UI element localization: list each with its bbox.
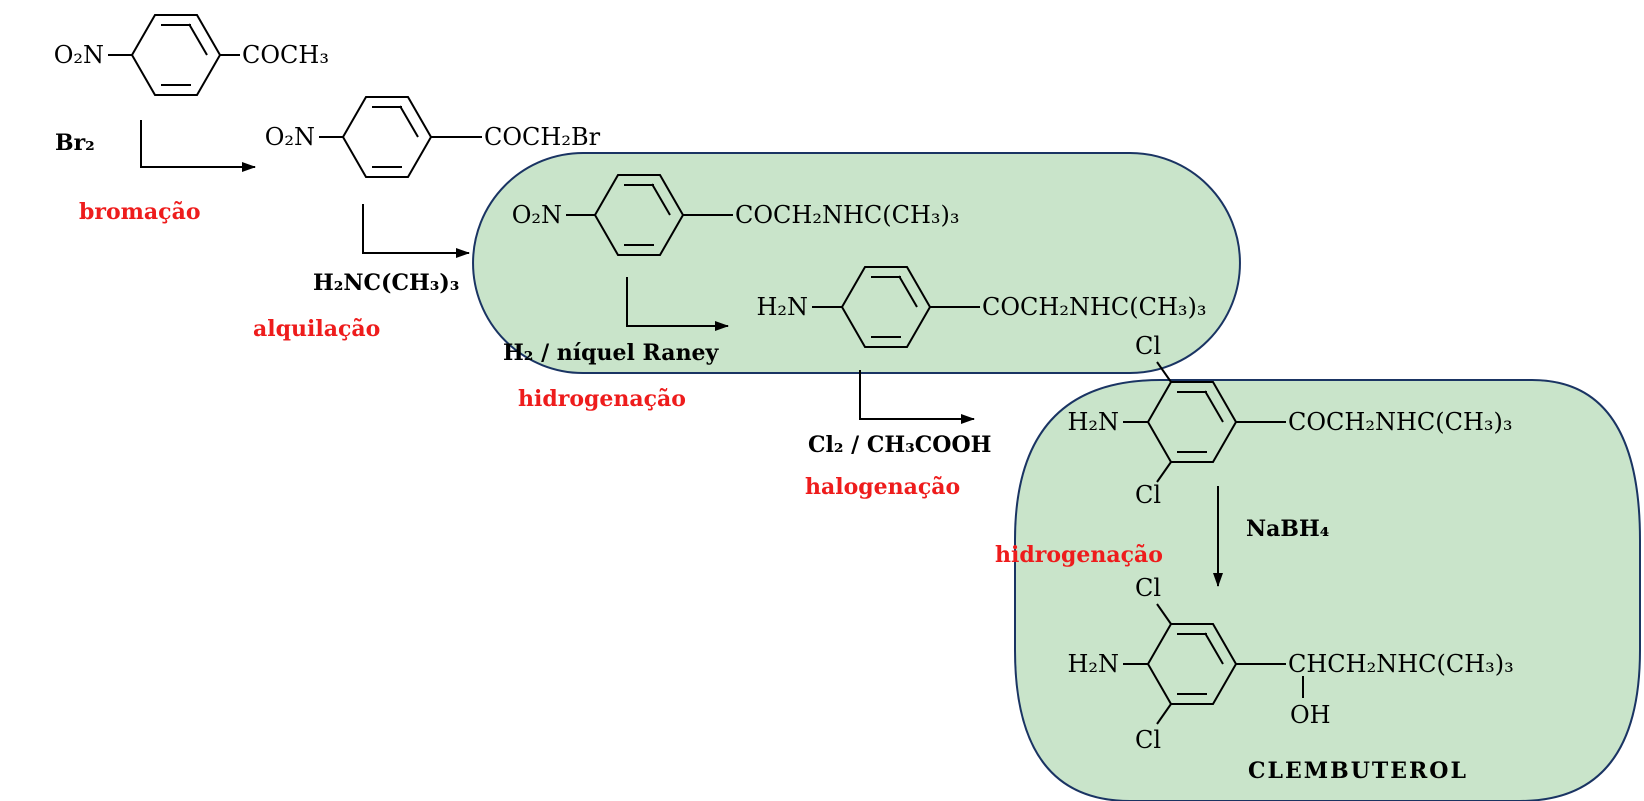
- compound-6-left-group: H₂N: [1067, 650, 1119, 678]
- step-1-reagent: Br₂: [55, 130, 95, 156]
- step-4-reagent: Cl₂ / CH₃COOH: [808, 432, 991, 458]
- compound-4: H₂N COCH₂NHC(CH₃)₃: [756, 266, 1207, 348]
- step-5-reaction: hidrogenação: [995, 542, 1163, 568]
- step-1-arrow: [140, 120, 256, 172]
- compound-5: H₂N COCH₂NHC(CH₃)₃ Cl Cl: [1067, 332, 1512, 509]
- highlight-region-1: [472, 152, 1241, 374]
- compound-1-right-group: COCH₃: [242, 41, 329, 69]
- compound-5-left-group: H₂N: [1067, 408, 1119, 436]
- compound-2-right-group: COCH₂Br: [484, 123, 601, 151]
- step-3-reaction: hidrogenação: [518, 386, 686, 412]
- compound-4-left-group: H₂N: [756, 293, 808, 321]
- compound-1: O₂N COCH₃: [54, 14, 329, 96]
- compound-3-left-group: O₂N: [512, 201, 562, 229]
- compound-6-right-group: CHCH₂NHC(CH₃)₃: [1288, 650, 1514, 678]
- compound-6-hydroxyl: OH: [1290, 701, 1331, 729]
- compound-5-chloro-bottom: Cl: [1135, 481, 1161, 509]
- step-3-reagent: H₂ / níquel Raney: [503, 340, 720, 366]
- step-5-reagent: NaBH₄: [1246, 516, 1329, 542]
- compound-5-right-group: COCH₂NHC(CH₃)₃: [1288, 408, 1513, 436]
- compound-3: O₂N COCH₂NHC(CH₃)₃: [512, 174, 960, 256]
- step-2-reaction: alquilação: [253, 316, 380, 342]
- compound-5-chloro-top: Cl: [1135, 332, 1161, 360]
- compound-6-chloro-bottom: Cl: [1135, 726, 1161, 754]
- step-3-arrow: [626, 277, 729, 331]
- compound-2-left-group: O₂N: [265, 123, 315, 151]
- step-2-arrow: [362, 204, 470, 258]
- step-1-reaction: bromação: [79, 199, 201, 225]
- step-2-reagent: H₂NC(CH₃)₃: [313, 270, 459, 296]
- compound-2: O₂N COCH₂Br: [265, 96, 601, 178]
- step-4-reaction: halogenação: [805, 474, 960, 500]
- compound-3-right-group: COCH₂NHC(CH₃)₃: [735, 201, 960, 229]
- highlight-region-2: [1014, 379, 1641, 801]
- compound-1-left-group: O₂N: [54, 41, 104, 69]
- compound-4-right-group: COCH₂NHC(CH₃)₃: [982, 293, 1207, 321]
- compound-6-name: CLEMBUTEROL: [1248, 758, 1468, 784]
- step-4-arrow: [859, 370, 975, 424]
- compound-6: H₂N CHCH₂NHC(CH₃)₃ Cl Cl OH CLEMBUTEROL: [1067, 574, 1513, 784]
- compound-6-chloro-top: Cl: [1135, 574, 1161, 602]
